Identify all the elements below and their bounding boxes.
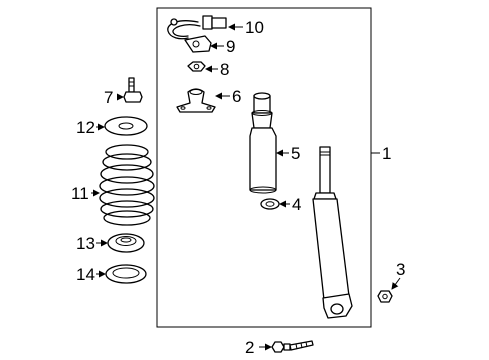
callout-6: 6	[232, 87, 241, 106]
callout-4: 4	[292, 195, 301, 214]
callout-10: 10	[245, 18, 264, 37]
part-10-sensor-harness	[167, 15, 227, 40]
callout-7: 7	[104, 88, 113, 107]
part-5-dust-boot	[249, 92, 277, 194]
part-6-upper-mount	[176, 88, 216, 113]
part-9-bracket	[184, 35, 212, 53]
callout-11: 11	[71, 184, 89, 203]
callout-5: 5	[291, 144, 300, 163]
part-2-bolt	[271, 340, 314, 353]
part-8-nut	[187, 61, 206, 72]
part-7-bolt	[123, 77, 143, 103]
leader-lines	[91, 23, 401, 351]
callout-12: 12	[76, 118, 95, 137]
callout-8: 8	[220, 60, 229, 79]
leader-3	[391, 277, 401, 290]
part-11-coil-spring	[99, 144, 155, 226]
callout-3: 3	[396, 260, 405, 279]
part-1-shock-absorber	[312, 146, 353, 319]
callout-1: 1	[382, 144, 391, 163]
callout-13: 13	[76, 234, 95, 253]
part-14-lower-seat	[105, 264, 147, 284]
assembly-frame	[156, 7, 372, 328]
callout-14: 14	[76, 265, 95, 284]
part-12-spring-seat	[104, 116, 148, 136]
part-13-isolator	[107, 233, 145, 253]
callout-9: 9	[226, 37, 235, 56]
callout-2: 2	[245, 338, 254, 357]
part-3-nut	[377, 290, 393, 303]
part-4-washer	[260, 198, 280, 210]
callout-labels: 10 9 8 6 5 4 1 3 2 7 12 11 13 14	[71, 18, 405, 357]
